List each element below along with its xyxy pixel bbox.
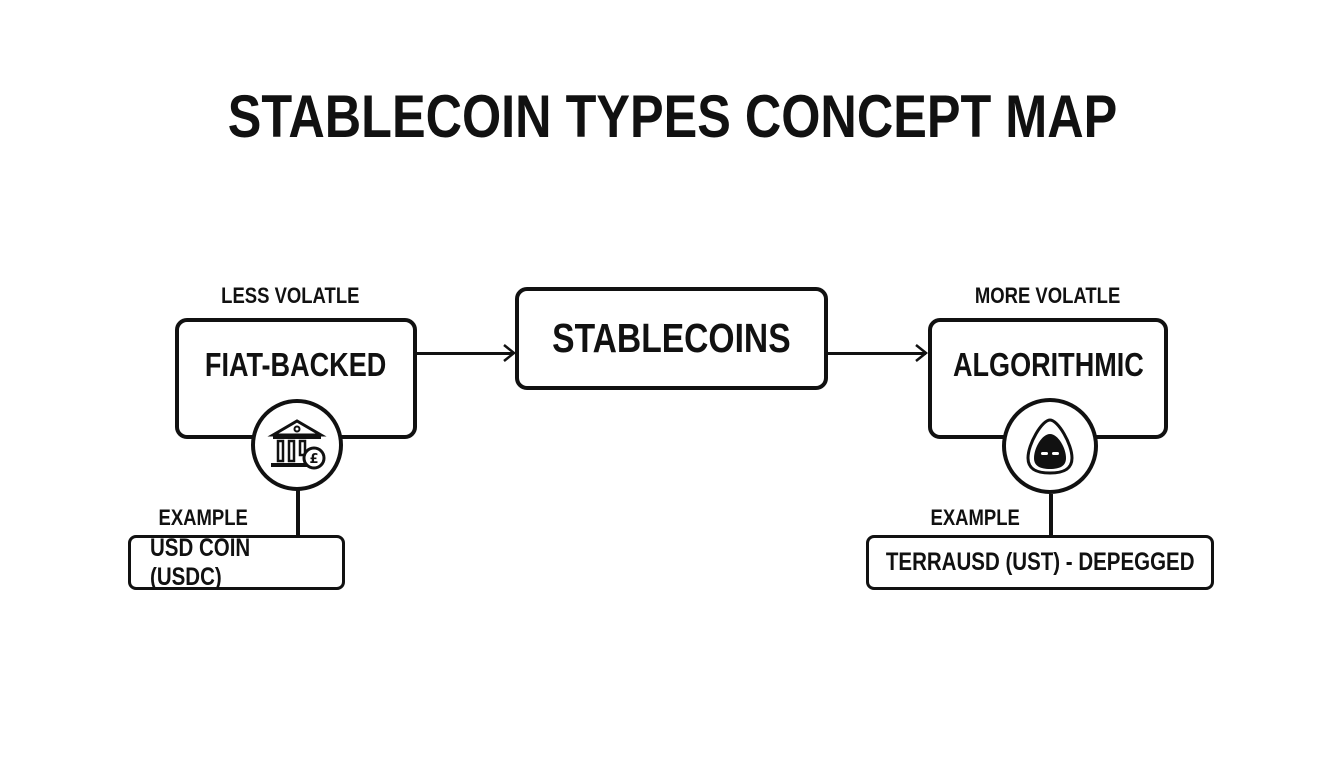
terrausd-example-label: TERRAUSD (UST) - DEPEGGED — [885, 548, 1195, 576]
usdc-example-node: USD COIN (USDC) — [128, 533, 345, 591]
right-example-annotation: EXAMPLE — [922, 505, 1022, 531]
svg-text:£: £ — [309, 452, 318, 467]
right-arrow-line — [828, 352, 926, 355]
stablecoins-label: STABLECOINS — [552, 315, 791, 361]
left-connector — [296, 489, 300, 537]
terrausd-example-node: TERRAUSD (UST) - DEPEGGED — [866, 535, 1214, 590]
more-volatile-annotation: MORE VOLATLE — [930, 283, 1166, 309]
right-connector — [1049, 494, 1053, 537]
more-volatile-text: MORE VOLATLE — [975, 283, 1121, 308]
right-example-label: EXAMPLE — [930, 505, 1020, 530]
diagram-title-text: STABLECOIN TYPES CONCEPT MAP — [227, 83, 1117, 150]
left-arrow-head-icon — [503, 344, 517, 362]
algorithmic-node: ALGORITHMIC — [928, 318, 1168, 439]
right-arrow-head-icon — [915, 344, 929, 362]
bank-with-coin-icon: £ — [251, 399, 343, 491]
usdc-example-label: USD COIN (USDC) — [149, 533, 251, 591]
left-example-label: EXAMPLE — [158, 505, 248, 530]
hooded-figure-icon — [1002, 398, 1098, 494]
diagram-title: STABLECOIN TYPES CONCEPT MAP — [0, 82, 1344, 151]
left-arrow-line — [417, 352, 513, 355]
less-volatile-text: LESS VOLATLE — [220, 283, 360, 308]
algorithmic-label: ALGORITHMIC — [952, 346, 1144, 383]
fiat-backed-label: FIAT-BACKED — [205, 346, 387, 383]
less-volatile-annotation: LESS VOLATLE — [175, 283, 405, 309]
left-example-annotation: EXAMPLE — [150, 505, 250, 531]
stablecoins-node: STABLECOINS — [515, 287, 828, 390]
